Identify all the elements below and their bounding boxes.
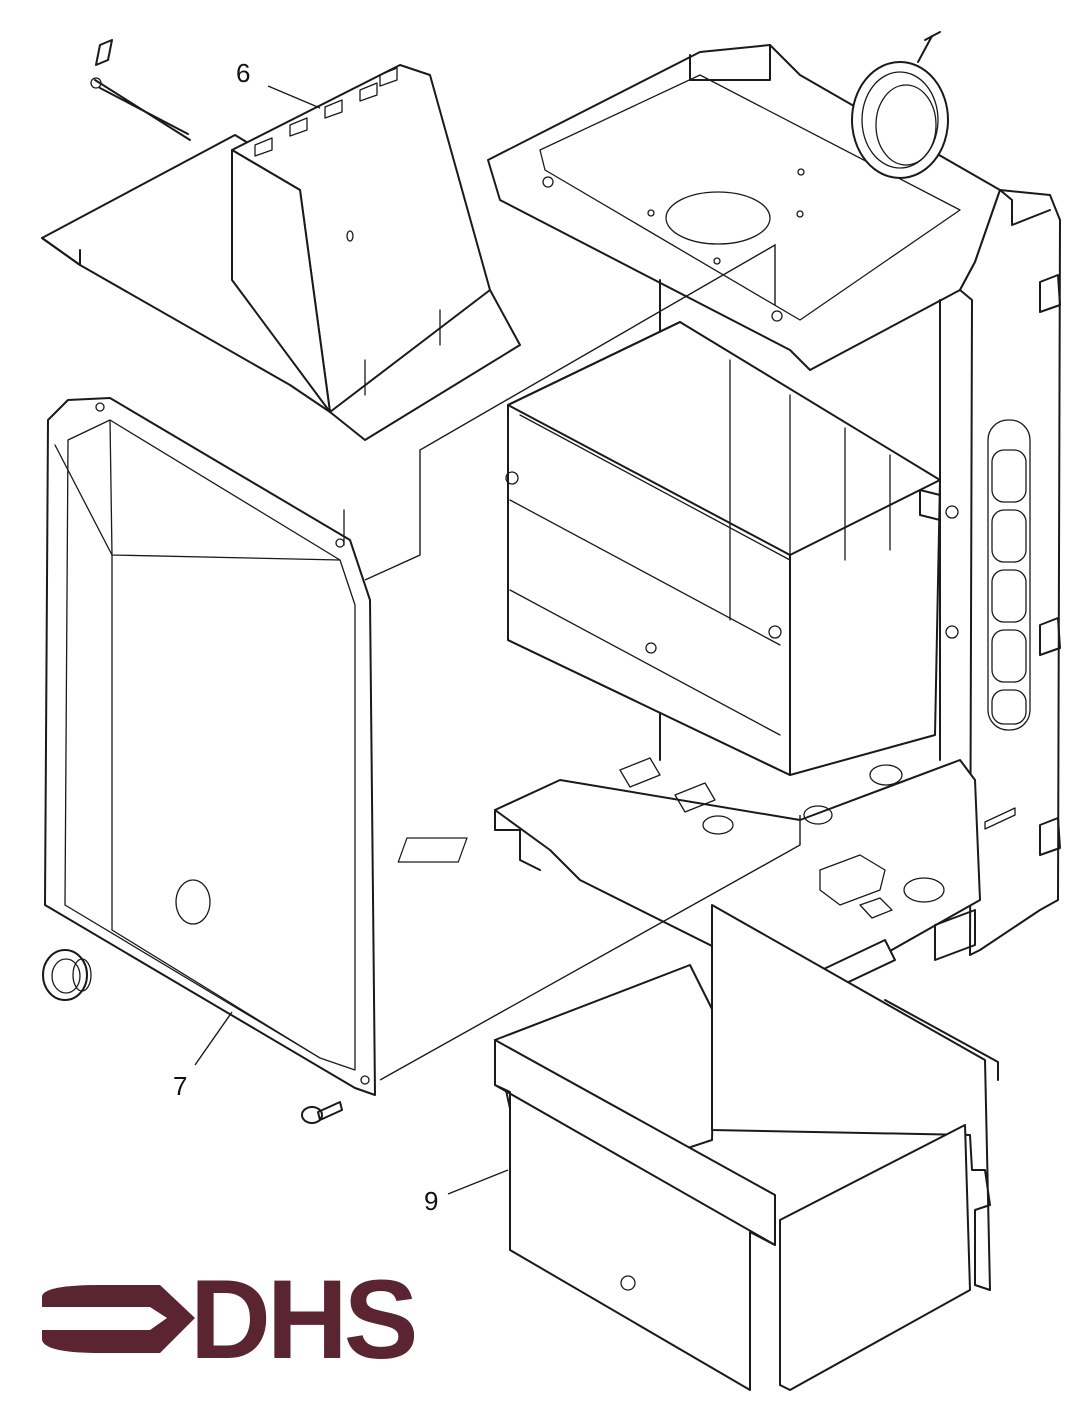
inner-chassis-box (505, 321, 959, 776)
dhs-logo-text: DHS (190, 1257, 415, 1382)
callout-9: 9 (424, 1186, 438, 1216)
part-6-flue-hood (41, 39, 521, 441)
assembly-leader-lines (194, 85, 801, 1195)
part-9-lower-casing (494, 904, 999, 1391)
callout-6: 6 (236, 58, 250, 88)
callout-7: 7 (173, 1071, 187, 1101)
flue-cap-ring (851, 31, 949, 179)
grommet (42, 949, 92, 1001)
dhs-logo-arrow-mark (42, 1285, 195, 1353)
dhs-logo: DHS (42, 1257, 419, 1382)
part-7-front-cover (44, 397, 376, 1096)
screw (301, 1101, 343, 1124)
